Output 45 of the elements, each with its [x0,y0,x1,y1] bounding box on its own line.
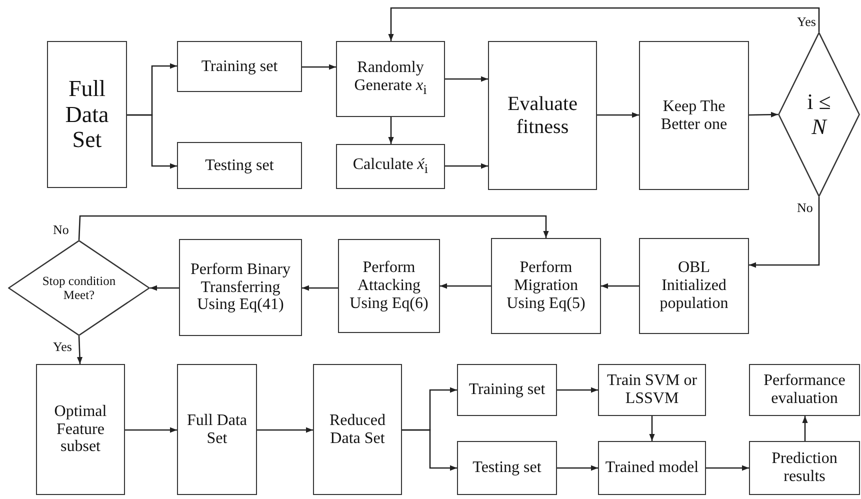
arrow [76,336,83,364]
arrow [302,64,336,70]
process-box: Testing set [457,441,557,495]
arrow [127,114,177,169]
process-box: Training set [457,364,557,416]
arrow [749,197,820,268]
arrow [125,427,177,433]
process-box: Full Data Set [47,41,127,188]
arrow [557,465,598,471]
arrow [445,163,488,169]
arrow [802,416,808,441]
arrow [388,117,394,144]
process-box: Train SVM or LSSVM [598,364,706,416]
process-box: Reduced Data Set [313,364,402,495]
process-box: Randomly Generate x$_{i}$ [336,41,445,117]
arrow [388,7,820,41]
arrow [649,416,655,441]
arrow [706,465,749,471]
process-box: Perform Attacking Using Eq(6) [338,239,440,333]
arrow [445,76,488,82]
arrow [257,427,313,433]
arrow [78,215,549,240]
process-box: Evaluate fitness [488,41,597,190]
process-box: Prediction results [749,441,860,495]
arrow [150,285,179,291]
arrow [601,283,639,289]
decision-diamond: Stop condition Meet? [8,240,150,336]
arrow [302,285,338,291]
process-box: Perform Migration Using Eq(5) [491,238,601,334]
process-box: Testing set [177,142,302,189]
arrow [597,112,639,118]
arrow [402,429,457,471]
arrow [440,283,491,289]
process-box: Calculate x́$_{i}$ [336,144,445,189]
process-box: Training set [177,41,302,92]
arrow [748,112,778,118]
process-box: Perform Binary Transferring Using Eq(41) [179,239,302,336]
process-box: Keep The Better one [639,41,749,190]
process-box: Trained model [598,441,706,495]
process-box: Full Data Set [177,364,257,495]
decision-diamond: i ≤ N [778,32,860,197]
process-box: Optimal Feature subset [36,364,125,495]
process-box: Performance evaluation [749,364,860,416]
arrow [557,387,598,393]
process-box: OBL Initialized population [639,238,749,334]
